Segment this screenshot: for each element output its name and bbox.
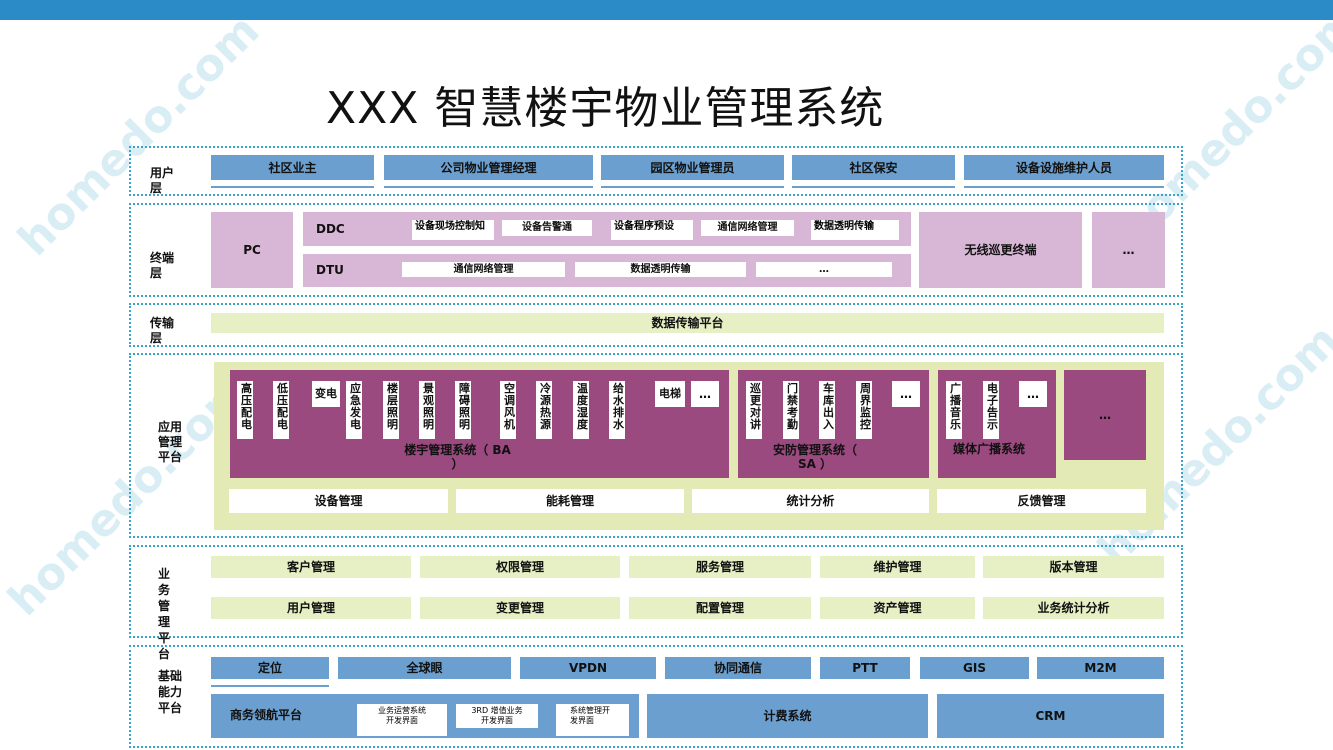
ba-item: 电梯 bbox=[655, 381, 685, 407]
nav-item: 业务运营系统开发界面 bbox=[357, 704, 447, 736]
ba-item: 高压配电 bbox=[237, 381, 253, 439]
data-transmission-platform: 数据传输平台 bbox=[211, 313, 1164, 333]
ddc-item: 通信网络管理 bbox=[701, 220, 794, 236]
ddc-label: DDC bbox=[316, 222, 345, 236]
dtu-label: DTU bbox=[316, 263, 344, 277]
transport-layer-label: 传输层 bbox=[150, 316, 175, 345]
function-feedback: 反馈管理 bbox=[937, 489, 1146, 513]
user-park-manager: 园区物业管理员 bbox=[601, 155, 784, 186]
ddc-box bbox=[303, 212, 911, 246]
terminal-more: … bbox=[1092, 212, 1165, 288]
user-owner: 社区业主 bbox=[211, 155, 374, 186]
media-item: 电子告示 bbox=[983, 381, 999, 439]
ba-item: 低压配电 bbox=[273, 381, 289, 439]
business-item: 维护管理 bbox=[820, 556, 975, 578]
page-title: XXX 智慧楼宇物业管理系统 bbox=[326, 83, 885, 134]
nav-item: 3RD 增值业务开发界面 bbox=[456, 704, 538, 728]
base-layer bbox=[129, 645, 1183, 748]
ba-title: 楼宇管理系统（ BA ） bbox=[404, 443, 511, 471]
terminal-pc: PC bbox=[211, 212, 293, 288]
ba-item: 障碍照明 bbox=[455, 381, 471, 439]
ba-item: … bbox=[691, 381, 719, 407]
business-item: 配置管理 bbox=[629, 597, 811, 619]
base-item: 全球眼 bbox=[338, 657, 511, 679]
base-item: 协同通信 bbox=[665, 657, 811, 679]
business-item: 用户管理 bbox=[211, 597, 411, 619]
crm: CRM bbox=[937, 694, 1164, 738]
terminal-layer bbox=[129, 203, 1183, 297]
ddc-item: 设备告警通 bbox=[502, 220, 592, 236]
business-item: 变更管理 bbox=[420, 597, 620, 619]
dtu-item: … bbox=[756, 262, 892, 277]
ba-item: 冷源热源 bbox=[536, 381, 552, 439]
sa-title: 安防管理系统（ SA ） bbox=[772, 443, 857, 471]
sa-item: 周界监控 bbox=[856, 381, 872, 439]
dtu-item: 通信网络管理 bbox=[402, 262, 565, 277]
base-item: 定位 bbox=[211, 657, 329, 685]
ba-item: 给水排水 bbox=[609, 381, 625, 439]
base-item: PTT bbox=[820, 657, 910, 679]
sa-item: … bbox=[892, 381, 920, 407]
user-maintenance: 设备设施维护人员 bbox=[964, 155, 1164, 186]
nav-item: 系统管理开发界面 bbox=[556, 704, 629, 736]
top-accent-bar bbox=[0, 0, 1333, 20]
user-security: 社区保安 bbox=[792, 155, 955, 186]
sa-item: 车库出入 bbox=[819, 381, 835, 439]
transport-layer bbox=[129, 303, 1183, 347]
sa-item: 巡更对讲 bbox=[746, 381, 762, 439]
business-item: 业务统计分析 bbox=[983, 597, 1164, 619]
base-item: GIS bbox=[920, 657, 1029, 679]
dtu-item: 数据透明传输 bbox=[575, 262, 746, 277]
sa-item: 门禁考勤 bbox=[783, 381, 799, 439]
ba-item: 应急发电 bbox=[346, 381, 362, 439]
business-layer bbox=[129, 545, 1183, 638]
wireless-patrol-terminal: 无线巡更终端 bbox=[919, 212, 1082, 288]
function-statistics: 统计分析 bbox=[692, 489, 929, 513]
business-item: 版本管理 bbox=[983, 556, 1164, 578]
business-layer-label: 业务管理平台 bbox=[158, 567, 171, 661]
terminal-layer-label: 终端层 bbox=[150, 251, 175, 280]
ba-item: 空调风机 bbox=[500, 381, 516, 439]
ba-item: 楼层照明 bbox=[383, 381, 399, 439]
ba-item: 景观照明 bbox=[419, 381, 435, 439]
business-navigation-label: 商务领航平台 bbox=[230, 708, 303, 722]
user-layer-label: 用户层 bbox=[150, 166, 175, 195]
base-item: VPDN bbox=[520, 657, 656, 679]
media-title: 媒体广播系统 bbox=[953, 442, 1026, 456]
function-device-management: 设备管理 bbox=[229, 489, 448, 513]
business-item: 客户管理 bbox=[211, 556, 411, 578]
application-layer bbox=[129, 353, 1183, 538]
ddc-item: 数据透明传输 bbox=[811, 220, 899, 240]
business-item: 资产管理 bbox=[820, 597, 975, 619]
ddc-item: 设备现场控制知 bbox=[412, 220, 494, 240]
ba-item: 温度湿度 bbox=[573, 381, 589, 439]
billing-system: 计费系统 bbox=[647, 694, 928, 738]
function-energy-management: 能耗管理 bbox=[456, 489, 684, 513]
media-item: 广播音乐 bbox=[946, 381, 962, 439]
application-layer-label: 应用管理平台 bbox=[158, 420, 183, 464]
application-more: … bbox=[1064, 370, 1146, 460]
user-layer bbox=[129, 146, 1183, 196]
base-layer-label: 基础能力平台 bbox=[158, 669, 183, 715]
business-item: 服务管理 bbox=[629, 556, 811, 578]
base-item: M2M bbox=[1037, 657, 1164, 679]
ba-item: 变电 bbox=[312, 381, 340, 407]
ddc-item: 设备程序预设 bbox=[611, 220, 693, 240]
media-item: … bbox=[1019, 381, 1047, 407]
user-company-manager: 公司物业管理经理 bbox=[384, 155, 593, 186]
business-item: 权限管理 bbox=[420, 556, 620, 578]
